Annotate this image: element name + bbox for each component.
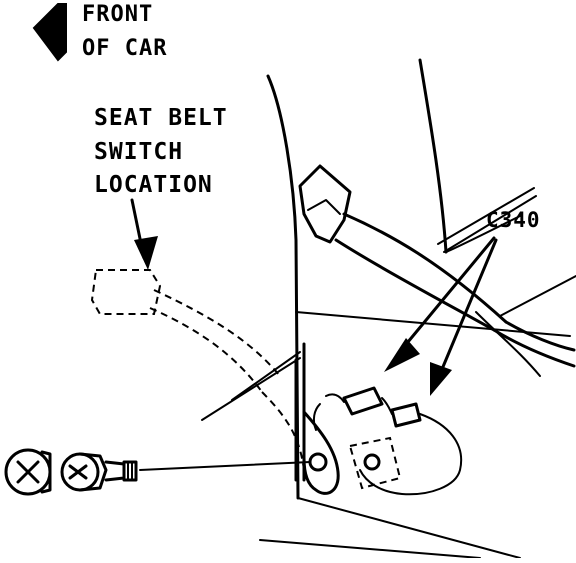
bolt-icon: [60, 452, 138, 492]
belt-buckle: [298, 164, 352, 244]
pillar-outline: [266, 74, 300, 500]
front-of-car-label-line1: FRONT: [82, 2, 154, 27]
c340-connector-a: [342, 386, 384, 416]
belt-strap: [342, 212, 508, 324]
seatbelt-switch-hidden: [90, 269, 162, 315]
alignment-leader: [139, 461, 311, 471]
wire-harness: [325, 393, 345, 403]
c340-connector-b: [390, 402, 422, 428]
bracket-hole: [308, 452, 328, 472]
connector-c340-label: C340: [486, 208, 541, 232]
seatbelt-switch-label-line1: SEAT BELT: [94, 105, 228, 131]
sill-line: [295, 311, 571, 337]
front-of-car-label-line2: OF CAR: [82, 36, 168, 61]
left-arrow-icon: [32, 3, 67, 62]
c340-pointer-arrow-1: [396, 236, 496, 356]
mounting-bracket: [302, 410, 340, 495]
bracket-plate: [348, 436, 402, 490]
screw-icon: [4, 448, 52, 496]
c340-pointer-arrow-2: [438, 238, 498, 376]
seatbelt-switch-label-line3: LOCATION: [94, 172, 213, 198]
seatbelt-switch-label-line2: SWITCH: [94, 139, 184, 165]
